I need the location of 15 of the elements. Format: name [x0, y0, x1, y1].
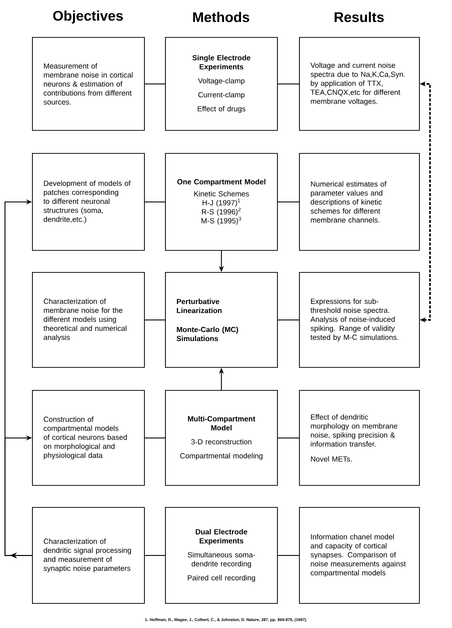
- connector-line: [144, 554, 166, 556]
- arrow: [4, 199, 32, 558]
- column-heading: Results: [334, 12, 384, 22]
- connector-line: [144, 437, 166, 438]
- connector-line: [277, 201, 300, 202]
- connector-line: [277, 437, 300, 438]
- column-heading: Objectives: [53, 10, 123, 24]
- connector-line: [144, 319, 166, 320]
- connector-line: [277, 554, 300, 556]
- connector-line: [144, 83, 166, 84]
- column-heading: Methods: [193, 12, 250, 22]
- connector-line: [277, 83, 300, 84]
- arrow: [4, 435, 32, 556]
- connector-line: [277, 319, 300, 320]
- connector-line: [144, 201, 166, 202]
